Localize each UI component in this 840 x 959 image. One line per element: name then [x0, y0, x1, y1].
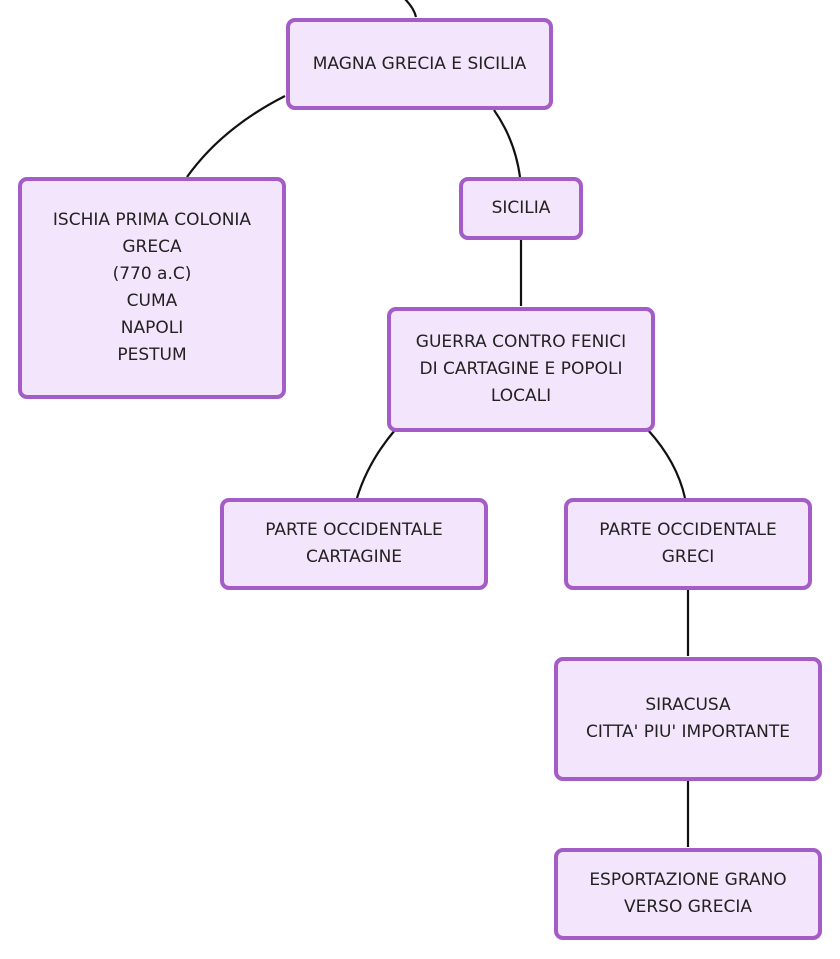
node-text-line: MAGNA GRECIA E SICILIA: [312, 53, 527, 74]
node-siracusa: SIRACUSA CITTA' PIU' IMPORTANTE: [554, 657, 822, 781]
node-text-line: CUMA: [126, 291, 178, 311]
node-sicilia: SICILIA: [459, 177, 583, 240]
node-text-line: NAPOLI: [120, 318, 184, 338]
connector-guerra-to-parte-greci: [647, 429, 687, 499]
connector-magna-grecia-to-sicilia: [493, 109, 522, 178]
node-parte-occidentale-greci: PARTE OCCIDENTALE GRECI: [564, 498, 812, 590]
node-magna-grecia-e-sicilia: MAGNA GRECIA E SICILIA: [286, 18, 553, 110]
connector-guerra-to-parte-cartagine: [355, 429, 396, 499]
node-text-line: ESPORTAZIONE GRANO: [589, 870, 787, 890]
node-text-line: PARTE OCCIDENTALE: [599, 520, 777, 540]
node-text-line: PESTUM: [117, 345, 187, 365]
connector-incoming-to-magna-grecia: [404, 0, 418, 18]
node-guerra-contro-fenici: GUERRA CONTRO FENICI DI CARTAGINE E POPO…: [387, 307, 655, 432]
node-text-line: ISCHIA PRIMA COLONIA: [52, 210, 252, 230]
node-text-line: CARTAGINE: [305, 547, 403, 567]
node-text-line: LOCALI: [490, 386, 552, 406]
node-text-line: SICILIA: [491, 198, 551, 218]
node-text-line: CITTA' PIU' IMPORTANTE: [586, 722, 790, 742]
node-text-line: GRECA: [122, 237, 182, 257]
node-text-line: PARTE OCCIDENTALE: [265, 520, 443, 540]
node-text-line: GRECI: [661, 547, 715, 567]
node-parte-occidentale-cartagine: PARTE OCCIDENTALE CARTAGINE: [220, 498, 488, 590]
node-text-line: DI CARTAGINE E POPOLI: [419, 359, 623, 379]
node-text-line: VERSO GRECIA: [623, 897, 752, 917]
connector-magna-grecia-to-ischia: [186, 95, 286, 178]
node-text-line: GUERRA CONTRO FENICI: [415, 332, 627, 352]
node-ischia-prima-colonia: ISCHIA PRIMA COLONIA GRECA (770 a.C) CUM…: [18, 177, 286, 399]
node-text-line: (770 a.C): [112, 264, 192, 284]
node-text-line: SIRACUSA: [645, 695, 731, 715]
node-esportazione-grano: ESPORTAZIONE GRANO VERSO GRECIA: [554, 848, 822, 940]
